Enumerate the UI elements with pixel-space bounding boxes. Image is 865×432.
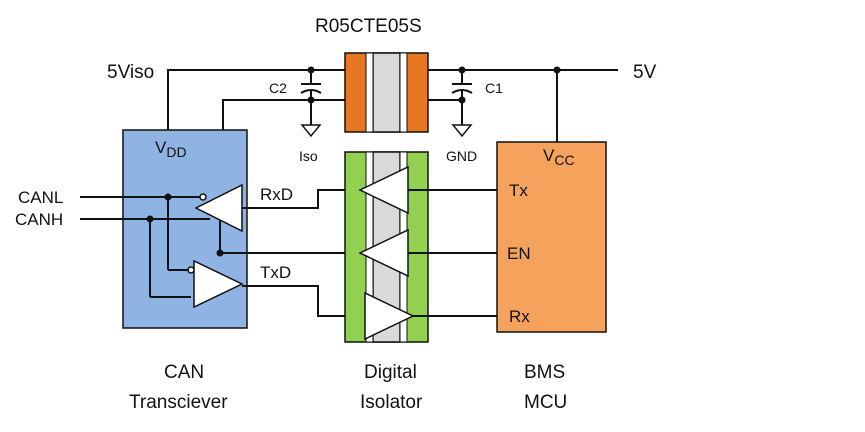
dcdc-converter xyxy=(344,52,429,133)
mcu-name-line1: BMS xyxy=(524,362,565,383)
isolator-channel-tx xyxy=(364,291,415,341)
isolator-channel-rx xyxy=(358,165,409,215)
transceiver-name-line2: Transciever xyxy=(129,392,228,413)
mcu-supply-label: VCC xyxy=(543,146,575,168)
transceiver-name-line1: CAN xyxy=(164,362,204,383)
bms-mcu-block xyxy=(496,141,607,333)
iso-supply-label: 5Viso xyxy=(107,62,154,83)
power-wiring xyxy=(167,66,618,142)
receiver-buffer xyxy=(194,183,243,233)
gnd-ground-label: GND xyxy=(446,148,477,164)
converter-label: R05CTE05S xyxy=(315,16,422,37)
mcu-name-line2: MCU xyxy=(524,392,567,413)
isolator-name-line1: Digital xyxy=(364,362,417,383)
main-supply-label: 5V xyxy=(633,62,657,83)
isolator-channel-en xyxy=(358,228,409,278)
iso-ground-label: Iso xyxy=(299,148,318,164)
driver-buffer xyxy=(193,259,244,309)
bus-wiring xyxy=(80,189,365,317)
canl-label: CANL xyxy=(18,188,63,207)
c2-label: C2 xyxy=(269,80,287,96)
isolator-wiring xyxy=(408,189,497,317)
mcu-tx-pin: Tx xyxy=(509,181,528,200)
txd-label: TxD xyxy=(260,263,291,282)
rxd-label: RxD xyxy=(260,185,293,204)
can-transceiver-block xyxy=(122,129,248,329)
iso-ground-icon xyxy=(300,124,322,138)
c1-label: C1 xyxy=(485,80,503,96)
mcu-rx-pin: Rx xyxy=(509,307,530,326)
canh-label: CANH xyxy=(15,210,63,229)
transceiver-supply-label: VDD xyxy=(155,138,187,160)
gnd-ground-icon xyxy=(451,124,473,138)
isolator-name-line2: Isolator xyxy=(360,392,423,413)
mcu-en-pin: EN xyxy=(507,244,531,263)
